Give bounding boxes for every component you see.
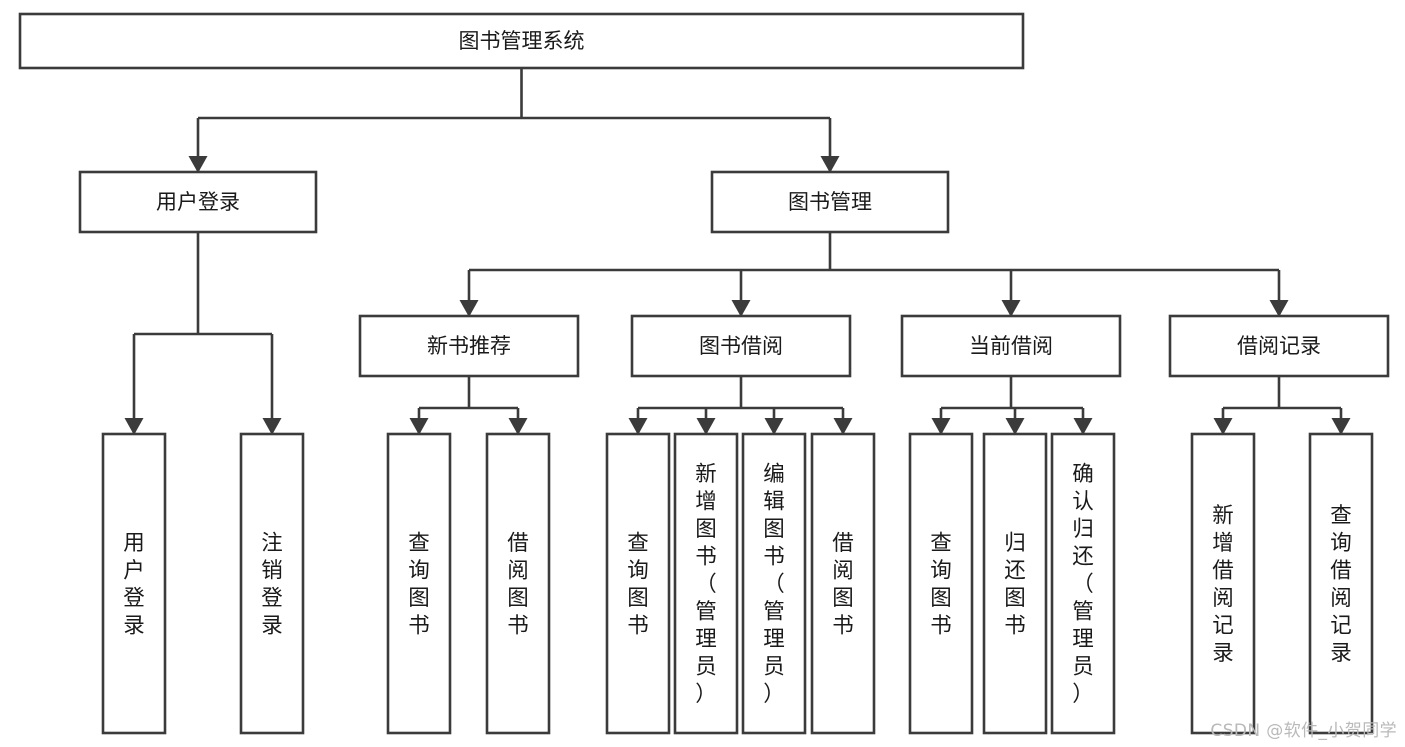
node-box-编辑图书管理员[interactable] bbox=[741, 432, 807, 735]
arrow-icon-user-login-1 bbox=[262, 418, 282, 435]
node-label-归还图书: 归还图书 bbox=[1004, 531, 1026, 639]
node-label-图书管理: 图书管理 bbox=[788, 190, 872, 214]
node-box-新增借阅记录[interactable] bbox=[1190, 432, 1256, 735]
node-box-查询借阅记录[interactable] bbox=[1308, 432, 1374, 735]
node-level3-3[interactable]: 借阅记录 bbox=[1168, 314, 1390, 378]
node-box-借阅图书[interactable] bbox=[810, 432, 876, 735]
arrow-icon-l3-1-1 bbox=[696, 418, 716, 435]
node-box-查询图书[interactable] bbox=[908, 432, 974, 735]
node-label-当前借阅: 当前借阅 bbox=[969, 334, 1053, 358]
arrow-icon-book-management-3 bbox=[1269, 300, 1289, 317]
node-layer: 图书管理系统用户登录图书管理新书推荐图书借阅当前借阅借阅记录用户登录注销登录查询… bbox=[18, 12, 1390, 735]
node-leaf-1[interactable]: 注销登录 bbox=[239, 432, 305, 735]
arrow-icon-l3-1-2 bbox=[764, 418, 784, 435]
arrow-icon-book-management-1 bbox=[731, 300, 751, 317]
node-leaf-5[interactable]: 新增图书（管理员） bbox=[673, 432, 739, 735]
node-level3-1[interactable]: 图书借阅 bbox=[630, 314, 852, 378]
arrow-icon-l3-1-3 bbox=[833, 418, 853, 435]
node-leaf-12[interactable]: 查询借阅记录 bbox=[1308, 432, 1374, 735]
node-label-确认归还管理员: 确认归还（管理员） bbox=[1072, 462, 1094, 707]
node-level3-2[interactable]: 当前借阅 bbox=[900, 314, 1122, 378]
arrow-icon-l3-3-1 bbox=[1331, 418, 1351, 435]
node-box-借阅图书[interactable] bbox=[485, 432, 551, 735]
node-label-借阅图书: 借阅图书 bbox=[507, 531, 529, 639]
node-box-用户登录[interactable] bbox=[78, 170, 318, 234]
arrow-icon-l3-0-1 bbox=[508, 418, 528, 435]
node-label-借阅记录: 借阅记录 bbox=[1237, 334, 1321, 358]
node-label-借阅图书: 借阅图书 bbox=[832, 531, 854, 639]
arrow-icon-l3-3-0 bbox=[1213, 418, 1233, 435]
node-box-查询图书[interactable] bbox=[605, 432, 671, 735]
node-label-查询图书: 查询图书 bbox=[408, 531, 430, 639]
node-level3-0[interactable]: 新书推荐 bbox=[358, 314, 580, 378]
node-leaf-10[interactable]: 确认归还（管理员） bbox=[1050, 432, 1116, 735]
node-label-查询图书: 查询图书 bbox=[627, 531, 649, 639]
arrow-icon-root-1 bbox=[820, 156, 840, 173]
arrow-icon-l3-2-2 bbox=[1073, 418, 1093, 435]
node-box-图书管理[interactable] bbox=[710, 170, 950, 234]
node-box-借阅记录[interactable] bbox=[1168, 314, 1390, 378]
node-leaf-11[interactable]: 新增借阅记录 bbox=[1190, 432, 1256, 735]
arrow-icon-root-0 bbox=[188, 156, 208, 173]
node-leaf-2[interactable]: 查询图书 bbox=[386, 432, 452, 735]
node-box-用户登录[interactable] bbox=[101, 432, 167, 735]
arrow-icon-user-login-0 bbox=[124, 418, 144, 435]
node-label-图书管理系统: 图书管理系统 bbox=[459, 29, 585, 53]
node-label-图书借阅: 图书借阅 bbox=[699, 334, 783, 358]
node-level2-0[interactable]: 用户登录 bbox=[78, 170, 318, 234]
node-label-新书推荐: 新书推荐 bbox=[427, 334, 511, 358]
arrow-icon-l3-2-0 bbox=[931, 418, 951, 435]
arrow-icon-l3-0-0 bbox=[409, 418, 429, 435]
node-box-查询图书[interactable] bbox=[386, 432, 452, 735]
node-leaf-9[interactable]: 归还图书 bbox=[982, 432, 1048, 735]
node-box-归还图书[interactable] bbox=[982, 432, 1048, 735]
node-leaf-3[interactable]: 借阅图书 bbox=[485, 432, 551, 735]
node-leaf-6[interactable]: 编辑图书（管理员） bbox=[741, 432, 807, 735]
node-box-注销登录[interactable] bbox=[239, 432, 305, 735]
node-box-图书管理系统[interactable] bbox=[18, 12, 1025, 70]
node-level2-1[interactable]: 图书管理 bbox=[710, 170, 950, 234]
node-leaf-8[interactable]: 查询图书 bbox=[908, 432, 974, 735]
node-label-用户登录: 用户登录 bbox=[123, 531, 145, 639]
node-leaf-0[interactable]: 用户登录 bbox=[101, 432, 167, 735]
node-label-查询图书: 查询图书 bbox=[930, 531, 952, 639]
node-label-新增借阅记录: 新增借阅记录 bbox=[1212, 503, 1234, 666]
node-label-查询借阅记录: 查询借阅记录 bbox=[1330, 503, 1352, 666]
arrow-icon-book-management-2 bbox=[1001, 300, 1021, 317]
arrow-icon-l3-1-0 bbox=[628, 418, 648, 435]
node-label-编辑图书管理员: 编辑图书（管理员） bbox=[763, 462, 785, 707]
node-box-新书推荐[interactable] bbox=[358, 314, 580, 378]
node-box-当前借阅[interactable] bbox=[900, 314, 1122, 378]
node-label-新增图书管理员: 新增图书（管理员） bbox=[695, 462, 717, 707]
connector-layer bbox=[124, 68, 1351, 435]
node-leaf-4[interactable]: 查询图书 bbox=[605, 432, 671, 735]
node-leaf-7[interactable]: 借阅图书 bbox=[810, 432, 876, 735]
node-root-0[interactable]: 图书管理系统 bbox=[18, 12, 1025, 70]
node-box-确认归还管理员[interactable] bbox=[1050, 432, 1116, 735]
arrow-icon-l3-2-1 bbox=[1005, 418, 1025, 435]
node-label-用户登录: 用户登录 bbox=[156, 190, 240, 214]
node-box-图书借阅[interactable] bbox=[630, 314, 852, 378]
node-label-注销登录: 注销登录 bbox=[261, 531, 283, 639]
node-box-新增图书管理员[interactable] bbox=[673, 432, 739, 735]
arrow-icon-book-management-0 bbox=[459, 300, 479, 317]
